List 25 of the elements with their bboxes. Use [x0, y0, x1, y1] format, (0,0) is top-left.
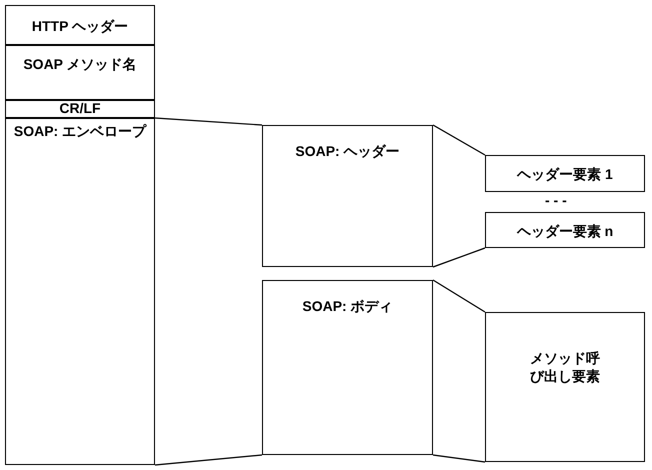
ellipsis-text: - - -	[545, 192, 567, 208]
expansion-line	[154, 117, 262, 126]
box-label: SOAP: エンベロープ	[14, 122, 146, 140]
expansion-line	[432, 279, 486, 313]
box-label: CR/LF	[59, 101, 101, 115]
layer-box	[5, 5, 155, 45]
box-label: メソッド呼び出し要素	[529, 349, 601, 385]
expansion-line	[154, 454, 262, 466]
expansion-line	[432, 247, 486, 268]
box-label: ヘッダー要素 1	[517, 165, 613, 183]
layer-box	[262, 125, 433, 267]
box-label: ヘッダー要素 n	[516, 222, 614, 240]
layer-box	[485, 312, 645, 462]
expansion-line	[432, 454, 486, 463]
layer-box	[262, 280, 433, 455]
box-label: SOAP: ヘッダー	[295, 142, 400, 160]
layer-box	[5, 45, 155, 100]
box-label: SOAP メソッド名	[23, 55, 137, 73]
box-label: SOAP: ボディ	[302, 297, 393, 315]
expansion-line	[432, 124, 486, 156]
layer-box	[485, 155, 645, 192]
box-label: HTTP ヘッダー	[32, 17, 128, 35]
layer-box	[5, 100, 155, 118]
layer-box	[485, 212, 645, 248]
layer-box	[5, 118, 155, 465]
